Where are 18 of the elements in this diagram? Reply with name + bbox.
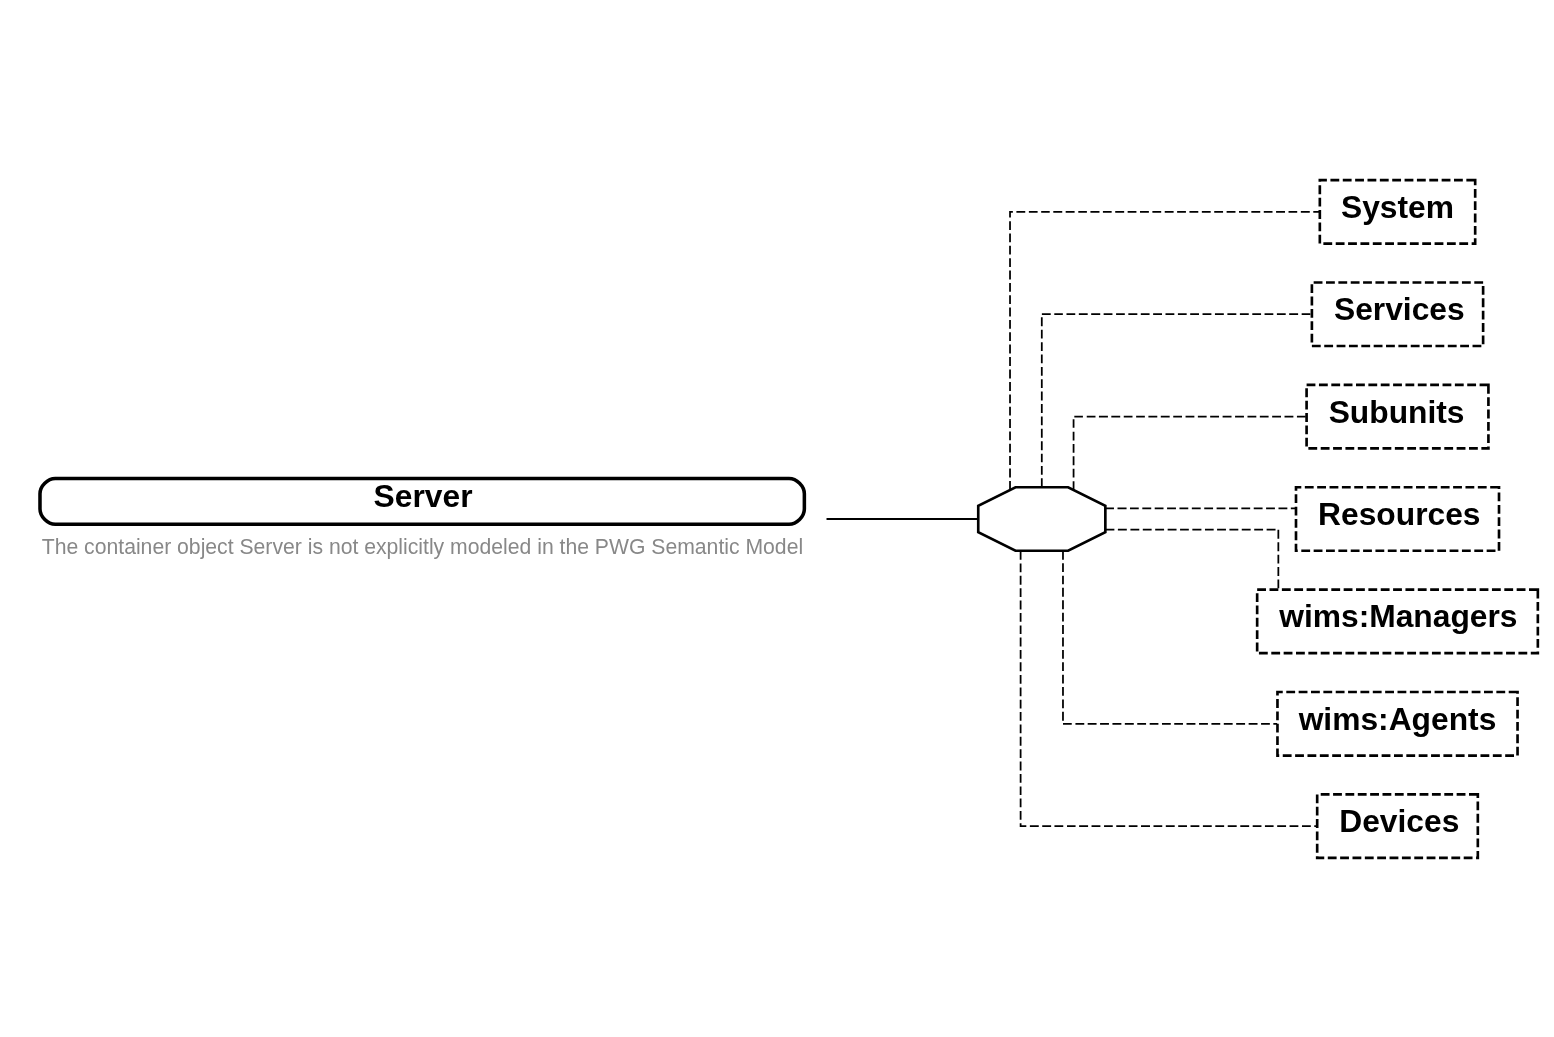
node-box: Subunits bbox=[1305, 383, 1490, 450]
connector bbox=[1104, 528, 1280, 590]
connector bbox=[1009, 210, 1321, 490]
connector bbox=[1019, 549, 1318, 827]
node-box: System bbox=[1318, 178, 1477, 245]
node-box: Resources bbox=[1294, 485, 1501, 552]
node-box: Server bbox=[38, 476, 807, 526]
node-box: wims:Agents bbox=[1276, 690, 1519, 757]
node-label: The container object Server is not explicitly modeled in the PWG Semantic Model bbox=[41, 534, 804, 558]
node-box: wims:Managers bbox=[1255, 587, 1540, 654]
connector bbox=[825, 517, 979, 520]
node-octagon bbox=[976, 485, 1107, 552]
connector bbox=[1072, 415, 1308, 491]
node-box: Services bbox=[1310, 280, 1485, 347]
node-box: Devices bbox=[1315, 792, 1480, 859]
connector bbox=[1062, 549, 1279, 725]
connector bbox=[1104, 507, 1297, 509]
connector bbox=[1040, 312, 1313, 488]
